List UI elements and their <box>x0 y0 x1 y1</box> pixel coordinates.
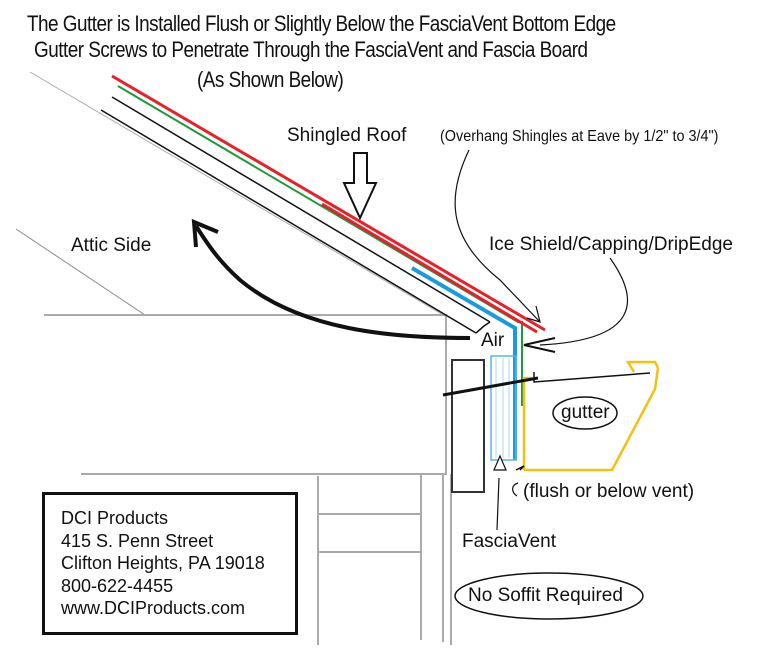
company-phone: 800-622-4455 <box>61 575 174 596</box>
rafter-line-lower <box>15 228 146 316</box>
overhang-pointer-head <box>526 305 541 323</box>
ice-shield-pointer <box>539 257 629 346</box>
fascia-board <box>451 359 485 493</box>
decking-end <box>475 321 491 334</box>
overhang-note: (Overhang Shingles at Eave by 1/2" to 3/… <box>440 128 719 145</box>
header-line-2: Gutter Screws to Penetrate Through the F… <box>34 37 588 62</box>
fasciavent <box>490 355 517 461</box>
gutter-hanger <box>533 372 651 383</box>
drip-edge-line <box>410 266 517 460</box>
company-street: 415 S. Penn Street <box>61 530 214 551</box>
gutter-label-ellipse <box>552 396 618 430</box>
ice-shield-pointer-head <box>523 337 556 353</box>
ice-shield-label: Ice Shield/Capping/DripEdge <box>489 234 733 255</box>
fasciavent-label: FasciaVent <box>462 531 556 552</box>
overhang-pointer <box>454 149 541 323</box>
fasciavent-pointer <box>496 477 500 531</box>
flush-pointer-head <box>515 465 525 471</box>
company-address-box: DCI Products 415 S. Penn Street Clifton … <box>42 492 298 635</box>
shingle-line <box>111 74 546 332</box>
company-city: Clifton Heights, PA 19018 <box>61 553 265 573</box>
gutter-label: gutter <box>561 402 610 423</box>
header-line-1: The Gutter is Installed Flush or Slightl… <box>27 11 616 36</box>
rafter-line-upper <box>29 71 446 317</box>
decking-line-top <box>111 96 491 323</box>
gutter-screw <box>442 376 539 397</box>
no-soffit-ellipse <box>454 572 644 620</box>
flush-note: (flush or below vent) <box>523 481 695 502</box>
shingled-roof-arrow <box>342 152 378 221</box>
header-line-3: (As Shown Below) <box>197 67 344 92</box>
gutter-outline <box>522 360 660 472</box>
flush-pointer <box>512 482 519 497</box>
attic-side-label: Attic Side <box>71 235 152 256</box>
air-flow-arrow <box>194 224 471 340</box>
air-flow-arrowhead <box>191 218 219 248</box>
company-website[interactable]: www.DCIProducts.com <box>61 598 246 618</box>
fasciavent-pointer-arrow <box>493 454 507 471</box>
decking-line-bottom <box>100 109 477 334</box>
air-label: Air <box>481 330 505 351</box>
shingled-roof-label: Shingled Roof <box>287 125 407 146</box>
company-name: DCI Products <box>61 508 169 528</box>
no-soffit-label: No Soffit Required <box>468 585 623 606</box>
shingle-overlap-line <box>321 202 538 334</box>
